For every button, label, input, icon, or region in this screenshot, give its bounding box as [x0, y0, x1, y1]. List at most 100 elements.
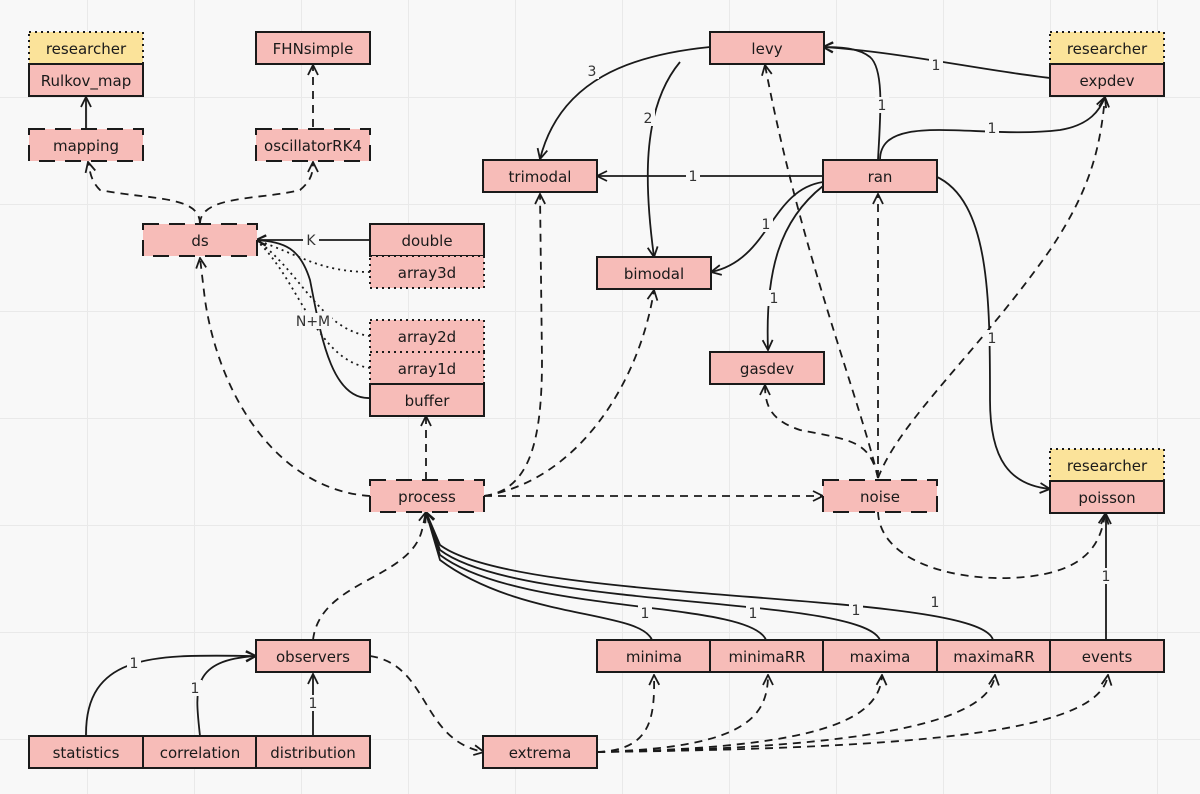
- node-maximarr[interactable]: maximaRR: [936, 639, 1052, 673]
- edge-ds-to-oscillator: [199, 162, 313, 225]
- svg-text:mapping: mapping: [53, 137, 119, 155]
- svg-text:noise: noise: [860, 488, 900, 506]
- node-maxima[interactable]: maxima: [822, 639, 938, 673]
- edge-levy-to-trimodal: [540, 46, 711, 159]
- edge-noise-to-levy: [765, 65, 879, 479]
- node-oscillatorrk4[interactable]: oscillatorRK4: [255, 128, 371, 162]
- svg-text:bimodal: bimodal: [624, 265, 684, 283]
- node-minima[interactable]: minima: [596, 639, 712, 673]
- node-process[interactable]: process: [369, 479, 485, 513]
- label-ran-poisson: 1: [985, 330, 999, 347]
- edge-ran-to-expdev: [879, 97, 1105, 161]
- edge-array3d-to-ds: [255, 239, 371, 273]
- edge-minima-to-process: [426, 512, 653, 641]
- node-ds[interactable]: ds: [142, 223, 258, 257]
- svg-text:statistics: statistics: [53, 744, 120, 762]
- svg-text:researcher: researcher: [46, 40, 127, 58]
- node-buffer[interactable]: buffer: [369, 383, 485, 417]
- edge-process-to-ds: [200, 258, 371, 497]
- node-expdev[interactable]: expdev: [1049, 63, 1165, 97]
- edge-noise-to-poisson: [877, 511, 1105, 579]
- node-trimodal[interactable]: trimodal: [482, 159, 598, 193]
- svg-text:ds: ds: [191, 232, 209, 250]
- node-events[interactable]: events: [1049, 639, 1165, 673]
- node-array2d[interactable]: array2d: [369, 319, 485, 353]
- svg-text:researcher: researcher: [1067, 457, 1148, 475]
- svg-text:1: 1: [988, 121, 997, 137]
- svg-text:observers: observers: [276, 648, 350, 666]
- svg-text:trimodal: trimodal: [509, 168, 572, 186]
- node-minimarr[interactable]: minimaRR: [709, 639, 825, 673]
- label-expdev-levy: 1: [929, 57, 943, 74]
- svg-text:1: 1: [762, 217, 771, 233]
- edge-extrema-to-minimarr: [596, 675, 768, 753]
- svg-text:1: 1: [852, 603, 861, 619]
- svg-text:1: 1: [689, 169, 698, 185]
- node-distribution[interactable]: distribution: [255, 735, 371, 769]
- node-mapping[interactable]: mapping: [28, 128, 144, 162]
- node-extrema[interactable]: extrema: [482, 735, 598, 769]
- node-statistics[interactable]: statistics: [28, 735, 144, 769]
- svg-text:array3d: array3d: [398, 264, 456, 282]
- node-bimodal[interactable]: bimodal: [596, 256, 712, 290]
- svg-text:FHNsimple: FHNsimple: [273, 40, 354, 58]
- node-rulkov-map[interactable]: Rulkov_map: [28, 63, 144, 97]
- svg-text:poisson: poisson: [1078, 489, 1135, 507]
- label-ran-trimodal: 1: [686, 168, 700, 185]
- edge-correlation-to-observers: [196, 656, 256, 737]
- edge-array1d-to-ds: [255, 239, 371, 369]
- label-correlation-observers: 1: [188, 680, 202, 697]
- svg-text:gasdev: gasdev: [740, 360, 794, 378]
- node-levy[interactable]: levy: [709, 31, 825, 65]
- edge-noise-to-expdev: [877, 97, 1105, 479]
- node-array1d[interactable]: array1d: [369, 351, 485, 385]
- edge-statistics-to-observers: [85, 656, 256, 737]
- edge-minimarr-to-process: [426, 512, 767, 641]
- node-correlation[interactable]: correlation: [142, 735, 258, 769]
- edge-noise-to-gasdev: [765, 385, 879, 479]
- svg-text:levy: levy: [751, 40, 782, 58]
- svg-text:1: 1: [878, 98, 887, 114]
- node-researcher-poisson[interactable]: researcher: [1049, 448, 1165, 482]
- node-ran[interactable]: ran: [822, 159, 938, 193]
- svg-text:1: 1: [1102, 569, 1111, 585]
- node-double[interactable]: double: [369, 223, 485, 257]
- svg-text:minimaRR: minimaRR: [728, 648, 805, 666]
- edge-extrema-to-minima: [596, 675, 654, 753]
- label-buffer-ds: N+M: [294, 313, 332, 330]
- label-ran-expdev: 1: [985, 120, 999, 137]
- edge-ds-to-mapping: [88, 162, 201, 225]
- node-poisson[interactable]: poisson: [1049, 480, 1165, 514]
- label-distribution-observers: 1: [306, 695, 320, 712]
- svg-text:K: K: [306, 233, 316, 249]
- svg-text:1: 1: [749, 606, 758, 622]
- svg-text:1: 1: [309, 696, 318, 712]
- edge-array2d-to-ds: [255, 239, 371, 337]
- svg-text:2: 2: [644, 111, 653, 127]
- node-noise[interactable]: noise: [822, 479, 938, 513]
- svg-text:1: 1: [191, 681, 200, 697]
- svg-text:1: 1: [988, 331, 997, 347]
- node-fhnsimple[interactable]: FHNsimple: [255, 31, 371, 65]
- label-maxima-process: 1: [849, 602, 863, 619]
- svg-text:correlation: correlation: [160, 744, 241, 762]
- svg-text:minima: minima: [626, 648, 682, 666]
- node-gasdev[interactable]: gasdev: [709, 351, 825, 385]
- svg-text:ran: ran: [868, 168, 893, 186]
- svg-text:buffer: buffer: [405, 392, 451, 410]
- node-researcher-rulkov[interactable]: researcher: [28, 31, 144, 65]
- edge-ran-to-gasdev: [768, 185, 824, 350]
- svg-text:1: 1: [130, 656, 139, 672]
- edge-ran-to-levy: [823, 47, 882, 161]
- node-researcher-expdev[interactable]: researcher: [1049, 31, 1165, 65]
- svg-text:3: 3: [588, 64, 597, 80]
- edge-observers-to-process: [312, 512, 426, 641]
- svg-text:process: process: [398, 488, 456, 506]
- node-observers[interactable]: observers: [255, 639, 371, 673]
- node-array3d[interactable]: array3d: [369, 255, 485, 289]
- svg-text:1: 1: [931, 595, 940, 611]
- svg-text:distribution: distribution: [270, 744, 355, 762]
- svg-text:N+M: N+M: [296, 314, 330, 330]
- svg-text:oscillatorRK4: oscillatorRK4: [264, 137, 362, 155]
